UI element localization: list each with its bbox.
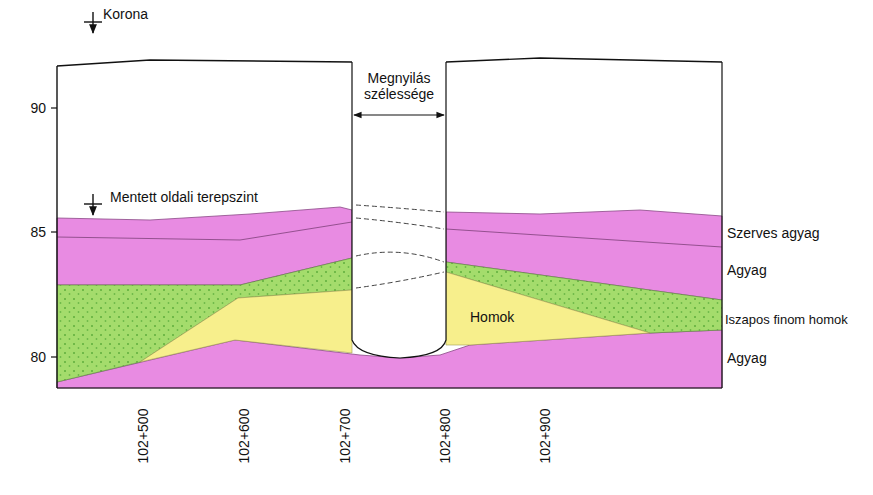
layer-label: Szerves agyag xyxy=(727,225,820,241)
level-symbol xyxy=(92,194,93,215)
axis-tick xyxy=(51,231,57,232)
dimension-arrow xyxy=(354,114,444,115)
frame-line xyxy=(721,62,722,388)
elevation-label: 80 xyxy=(30,349,46,365)
chainage-label: 102+800 xyxy=(437,409,453,464)
level-label: Korona xyxy=(103,6,148,22)
breach-dashed-boundary xyxy=(356,252,444,262)
axis-tick xyxy=(51,356,57,357)
layer-boundary xyxy=(446,229,722,247)
crown-line xyxy=(446,58,722,62)
chainage-label: 102+600 xyxy=(236,409,252,464)
elevation-label: 90 xyxy=(30,100,46,116)
levee-body xyxy=(57,60,352,388)
chainage-label: 102+500 xyxy=(135,409,151,464)
layer-label: Iszapos finom homok xyxy=(725,313,848,328)
breach-dashed-boundary xyxy=(356,272,444,288)
sand-layer xyxy=(446,272,650,345)
chainage-label: 102+900 xyxy=(537,409,553,464)
crown-line xyxy=(57,60,352,66)
layer-label: Homok xyxy=(470,309,514,325)
elevation-axis xyxy=(56,66,57,388)
breach-opening xyxy=(352,62,446,358)
level-symbol xyxy=(92,12,93,33)
elevation-label: 85 xyxy=(30,224,46,240)
breach-dashed-boundary xyxy=(356,218,444,229)
breach-dashed-boundary xyxy=(356,205,444,212)
level-label: Mentett oldali terepszint xyxy=(110,189,258,205)
chainage-label: 102+700 xyxy=(337,409,353,464)
layer-label: Agyag xyxy=(727,262,767,278)
layer-label: Agyag xyxy=(727,350,767,366)
dimension-label: Megnyilás szélessége xyxy=(353,70,445,102)
layer-boundary xyxy=(57,222,352,240)
sand-layer xyxy=(140,290,352,362)
axis-tick xyxy=(51,107,57,108)
base-line xyxy=(57,387,722,388)
silty-fine-sand-layer xyxy=(57,258,352,382)
